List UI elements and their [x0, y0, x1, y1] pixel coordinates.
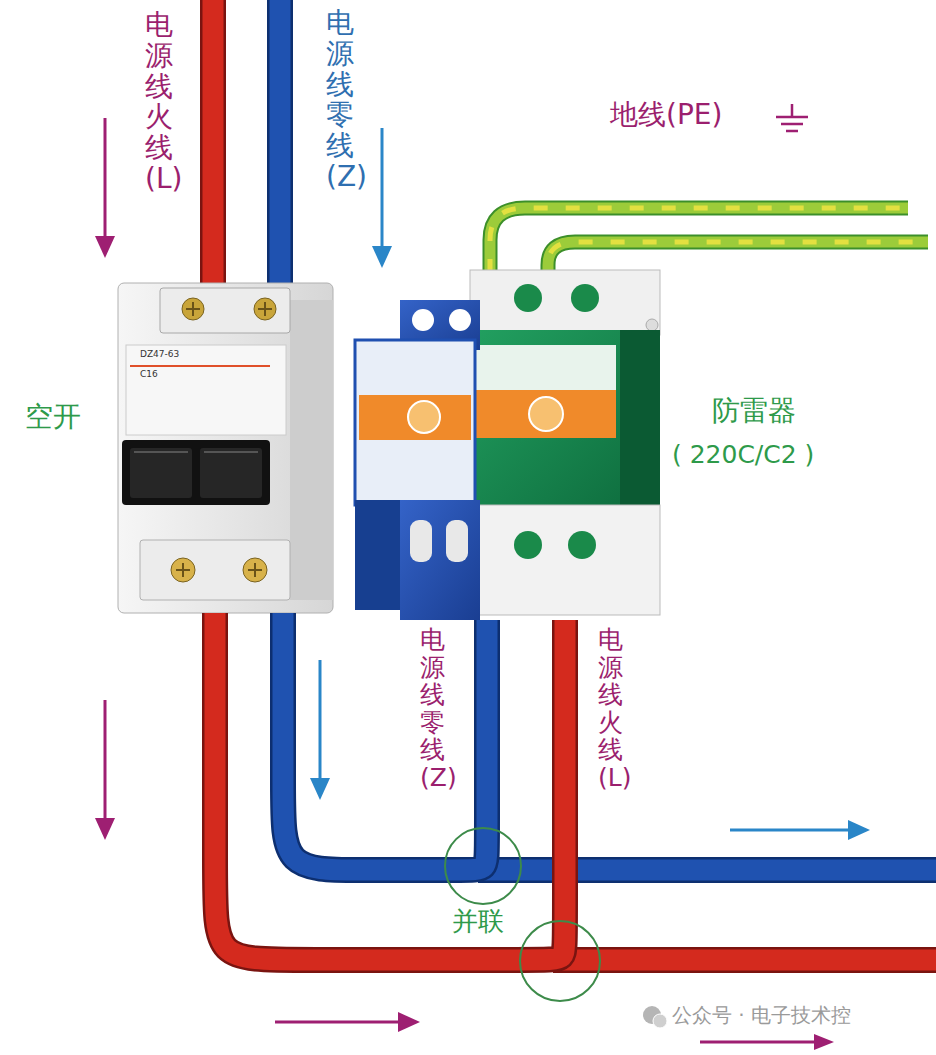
spd-terminal-hole: [514, 284, 542, 312]
screw-slot: [176, 563, 190, 577]
neutral-wire: [478, 857, 936, 883]
breaker-toggle-base: [122, 440, 270, 505]
spd-terminal-hole: [514, 531, 542, 559]
flow-arrow-head: [848, 820, 870, 840]
wire-core: [283, 613, 487, 870]
part-name: 防雷器: [712, 394, 796, 428]
terminal-screw: [254, 298, 276, 320]
surge-protector: 防雷器( 220C/C2 ): [355, 270, 665, 620]
live-wire: [203, 0, 224, 300]
wire-core: [215, 613, 565, 960]
flow-arrow: [104, 118, 107, 240]
flow-arrow-head: [95, 236, 115, 258]
terminal-screw: [243, 558, 267, 582]
spd-terminal-slot: [446, 520, 468, 562]
flow-arrow-head: [372, 246, 392, 268]
flow-arrow-head: [310, 778, 330, 800]
live-wire: [200, 0, 226, 300]
spd-terminal-hole: [449, 309, 471, 331]
watermark: 公众号 · 电子技术控: [672, 1003, 851, 1027]
wire-label: 电源线火线(L): [598, 626, 623, 791]
connection-note: 并联: [452, 906, 504, 937]
spd-terminal-hole: [571, 284, 599, 312]
screw-slot: [248, 563, 262, 577]
neutral-wire: [270, 0, 291, 300]
flow-arrow-head: [398, 1012, 420, 1032]
spd-module: [355, 340, 475, 505]
breaker-stripe: [130, 365, 270, 367]
spd-top: [470, 270, 660, 335]
flow-arrow: [381, 128, 384, 250]
spd-bottom: [470, 505, 660, 615]
neutral-wire: [267, 0, 293, 300]
screw-slot: [186, 302, 200, 316]
wire-label: 地线(PE): [610, 98, 722, 132]
spd-indicator: [408, 401, 440, 433]
breaker-body: [118, 283, 333, 613]
spd-label-band: [359, 395, 471, 440]
neutral-wire: [478, 860, 936, 881]
breaker-terminal: [140, 540, 290, 600]
spd-label: [476, 345, 616, 390]
junction-circle: [520, 921, 600, 1001]
breaker-lever: [200, 448, 262, 498]
lever-highlight: [134, 451, 258, 453]
live-wire: [553, 950, 936, 971]
spd-module-side: [620, 330, 660, 510]
ground-symbol: [776, 104, 808, 131]
breaker-label-face: [126, 345, 286, 435]
flow-arrow: [730, 829, 852, 832]
spd-bottom: [400, 500, 480, 620]
spd-terminal-hole: [568, 531, 596, 559]
screw-slot: [258, 302, 272, 316]
spd-label-band: [476, 390, 616, 438]
wire-label: 电源线零线(Z): [420, 626, 445, 791]
spd-indicator: [529, 397, 563, 431]
flow-arrow: [275, 1021, 402, 1024]
watermark-icon: [653, 1014, 667, 1028]
wire-label: 电源线零线(Z): [326, 8, 354, 193]
junction-circle: [445, 828, 521, 904]
wire-outline: [283, 613, 487, 870]
breaker-side: [290, 300, 333, 600]
breaker-terminal: [160, 288, 290, 333]
spd-module-side: [355, 500, 405, 610]
terminal-screw: [171, 558, 195, 582]
circuit-breaker: 空开DZ47-63C16: [118, 283, 333, 613]
wire-label: 电源线火线(L): [145, 10, 173, 195]
model-number: DZ47-63: [140, 349, 179, 360]
terminal-screw: [182, 298, 204, 320]
breaker-lever: [130, 448, 192, 498]
wire-outline: [215, 613, 565, 960]
flow-arrow: [319, 660, 322, 782]
flow-arrow-head: [814, 1034, 834, 1050]
live-wire: [215, 613, 565, 960]
flow-arrow: [700, 1041, 818, 1044]
flow-arrow-head: [95, 818, 115, 840]
part-model: ( 220C/C2 ): [672, 440, 814, 470]
spd-module: [470, 330, 660, 510]
spd-ear: [646, 319, 658, 331]
rating: C16: [140, 369, 158, 380]
live-wire: [553, 947, 936, 973]
neutral-wire: [283, 613, 487, 870]
flow-arrow: [104, 700, 107, 822]
part-name: 空开: [25, 400, 81, 434]
spd-terminal-hole: [412, 309, 434, 331]
spd-terminal-slot: [410, 520, 432, 562]
